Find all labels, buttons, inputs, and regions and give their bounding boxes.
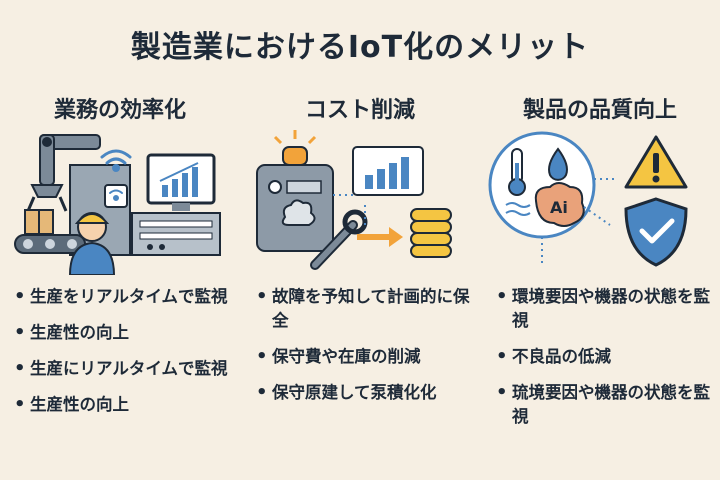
heading-cost: コスト削減 [304, 98, 415, 123]
control-panel-icon [131, 212, 221, 256]
bullets-quality: 環境要因や機器の状態を監視 不良品の低減 琉境要因や機器の状態を監視 [496, 285, 711, 441]
chart-panel-icon [352, 146, 424, 196]
bullet-item: 生産をリアルタイムで監視 [14, 285, 229, 309]
bullet-item: 保守費や在庫の削減 [256, 345, 471, 369]
bullet-item: 保守原建して泵積化化 [256, 381, 471, 405]
bullet-item: 環境要因や機器の状態を監視 [496, 285, 711, 333]
bullet-item: 生産性の向上 [14, 393, 229, 417]
wifi-small-icon [109, 189, 123, 201]
smoke-icon [281, 199, 316, 226]
coins-icon [410, 208, 452, 258]
quality-illustration: Ai [488, 131, 688, 267]
cost-illustration [256, 130, 452, 270]
wave-icon [505, 202, 531, 216]
bullet-item: 琉境要因や機器の状態を監視 [496, 381, 711, 429]
bullets-cost: 故障を予知して計画的に保全 保守費や在庫の削減 保守原建して泵積化化 [256, 285, 471, 417]
shield-check-icon [624, 197, 688, 267]
wrench-icon [310, 209, 368, 270]
page-title: 製造業におけるIoT化のメリット [130, 30, 590, 65]
robot-arm-icon [26, 134, 101, 212]
warning-icon [624, 135, 688, 189]
heading-quality: 製品の品質向上 [522, 98, 677, 123]
worker-icon [68, 212, 116, 275]
ai-label: Ai [550, 198, 568, 217]
alarm-light-icon [273, 130, 317, 166]
bullet-item: 不良品の低減 [496, 345, 711, 369]
bullets-efficiency: 生産をリアルタイムで監視 生産性の向上 生産にリアルタイムで監視 生産性の向上 [14, 285, 229, 429]
monitor-icon [146, 153, 216, 211]
water-drop-icon [548, 147, 568, 181]
bullet-item: 生産性の向上 [14, 321, 229, 345]
heading-efficiency: 業務の効率化 [53, 98, 186, 123]
ai-brain-icon [534, 182, 585, 227]
factory-illustration [14, 134, 221, 275]
thermometer-icon [508, 148, 526, 196]
wifi-icon [100, 149, 132, 172]
bullet-item: 生産にリアルタイムで監視 [14, 357, 229, 381]
bullet-item: 故障を予知して計画的に保全 [256, 285, 471, 333]
